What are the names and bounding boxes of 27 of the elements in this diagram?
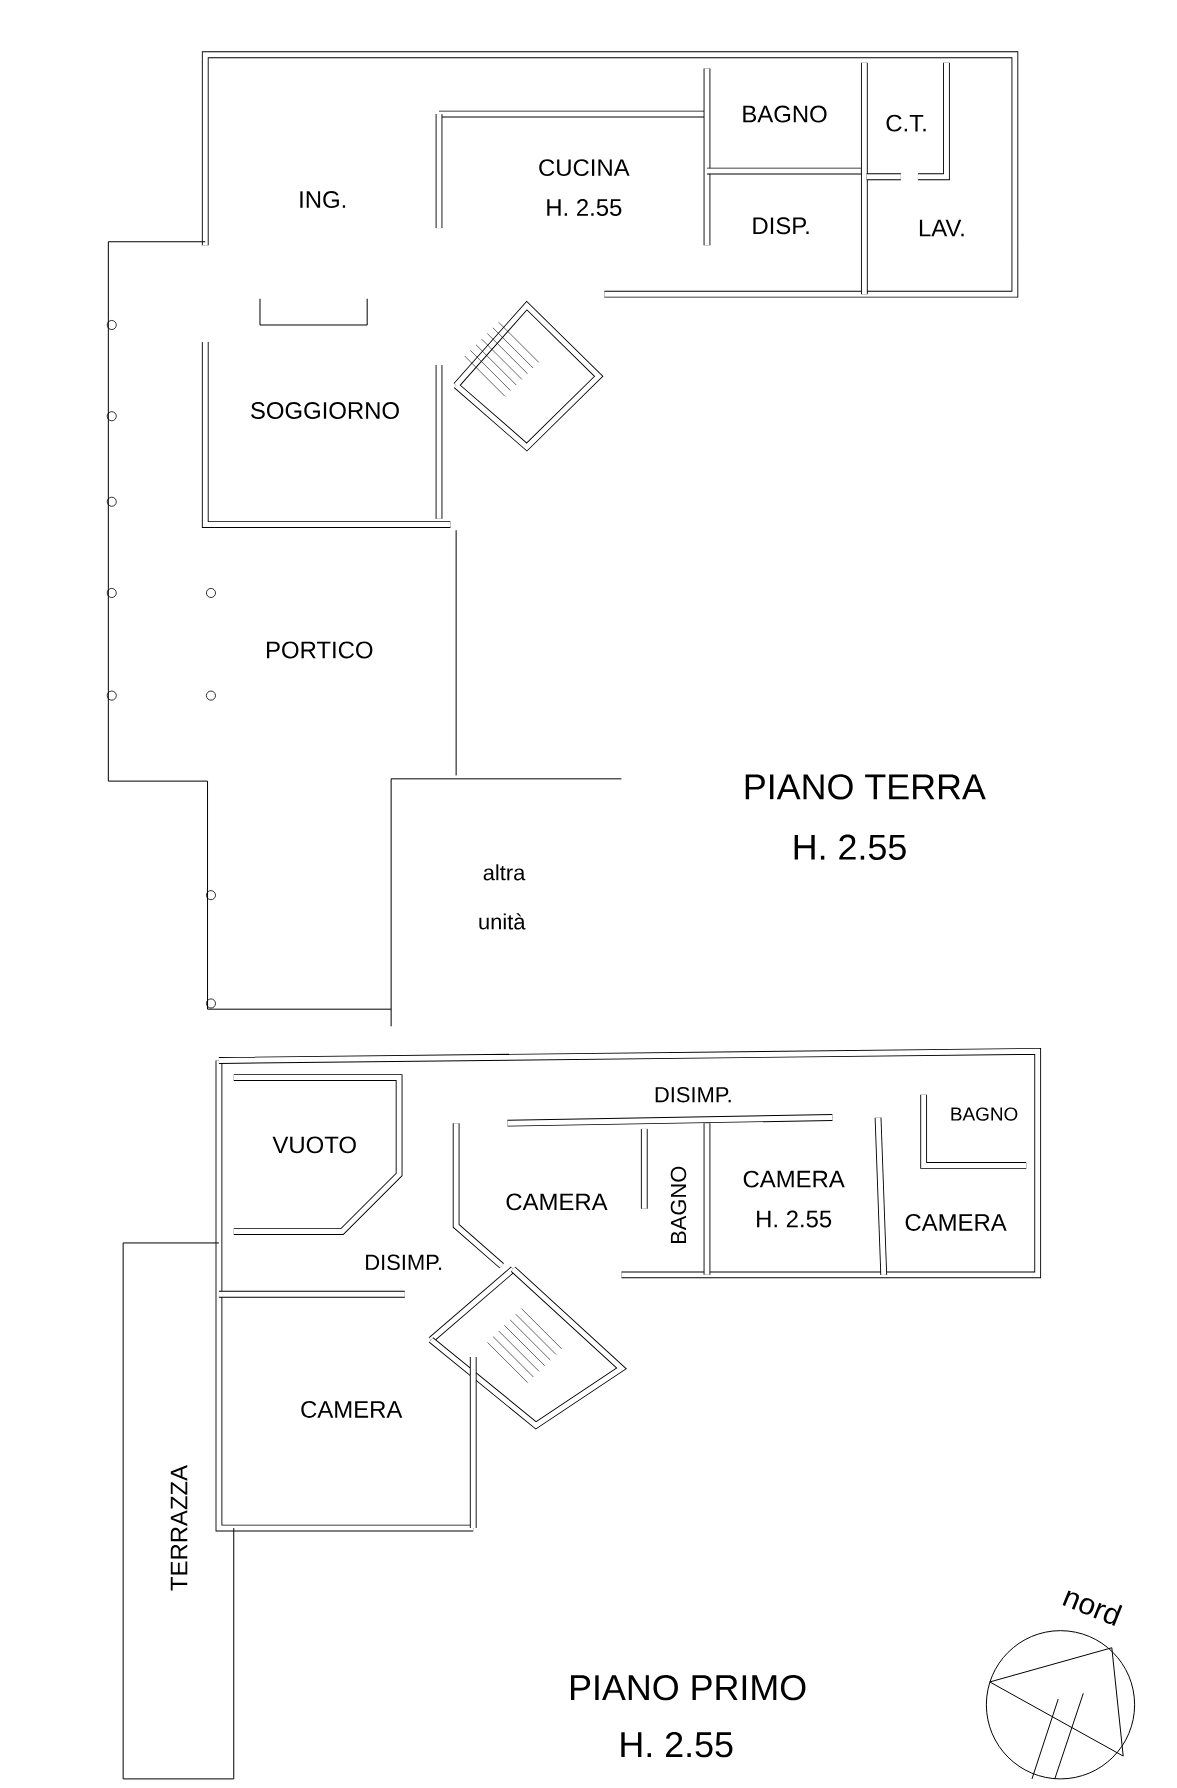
room-label: ING. bbox=[300, 191, 346, 209]
area-note: unità bbox=[479, 913, 526, 930]
room-label: CAMERA bbox=[743, 1170, 845, 1188]
floor-height-label: H. 2.55 bbox=[621, 1732, 733, 1758]
floor-title: PIANO TERRA bbox=[745, 774, 986, 800]
compass-label: nord bbox=[1062, 1590, 1123, 1626]
room-label: DISIMP. bbox=[655, 1086, 731, 1103]
floor-height-label: H. 2.55 bbox=[794, 834, 906, 860]
room-label: SOGGIORNO bbox=[251, 402, 399, 419]
room-label: TERRAZZA bbox=[170, 1465, 188, 1591]
room-label: BAGNO bbox=[670, 1166, 687, 1244]
room-label: CAMERA bbox=[506, 1193, 608, 1211]
floor-title: PIANO PRIMO bbox=[571, 1675, 806, 1701]
room-label: CUCINA bbox=[539, 159, 630, 177]
room-label: DISIMP. bbox=[366, 1254, 442, 1271]
room-label: BAGNO bbox=[951, 1107, 1018, 1121]
room-label: LAV. bbox=[920, 219, 964, 237]
room-label: VUOTO bbox=[272, 1136, 356, 1154]
room-height-label: H. 2.55 bbox=[547, 199, 622, 216]
room-label: PORTICO bbox=[267, 641, 373, 659]
room-label: DISP. bbox=[753, 217, 809, 235]
area-note: altra bbox=[483, 864, 526, 881]
room-label: C.T. bbox=[886, 114, 926, 132]
room-label: BAGNO bbox=[743, 105, 827, 123]
room-label: CAMERA bbox=[301, 1401, 403, 1418]
room-label: CAMERA bbox=[905, 1213, 1007, 1231]
room-height-label: H. 2.55 bbox=[757, 1210, 832, 1228]
